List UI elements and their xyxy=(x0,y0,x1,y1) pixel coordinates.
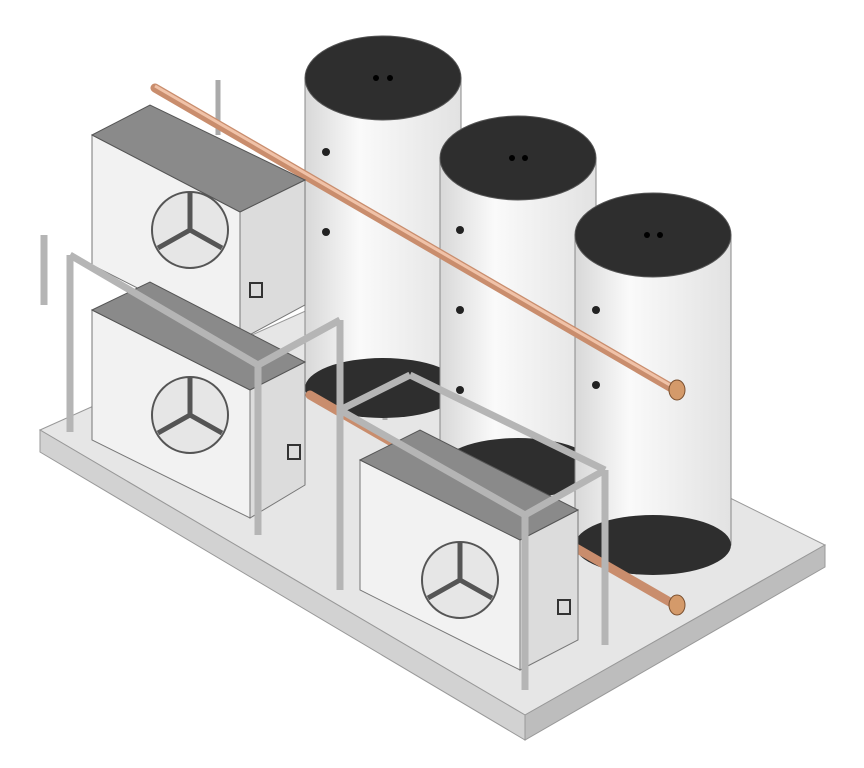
heat-pump-unit-1 xyxy=(90,104,307,341)
storage-tank-1 xyxy=(304,35,462,418)
storage-tank-3 xyxy=(574,192,732,575)
support-frame-right xyxy=(336,371,609,690)
storage-tank-2 xyxy=(439,115,597,498)
copper-pipe-upper xyxy=(150,83,686,401)
